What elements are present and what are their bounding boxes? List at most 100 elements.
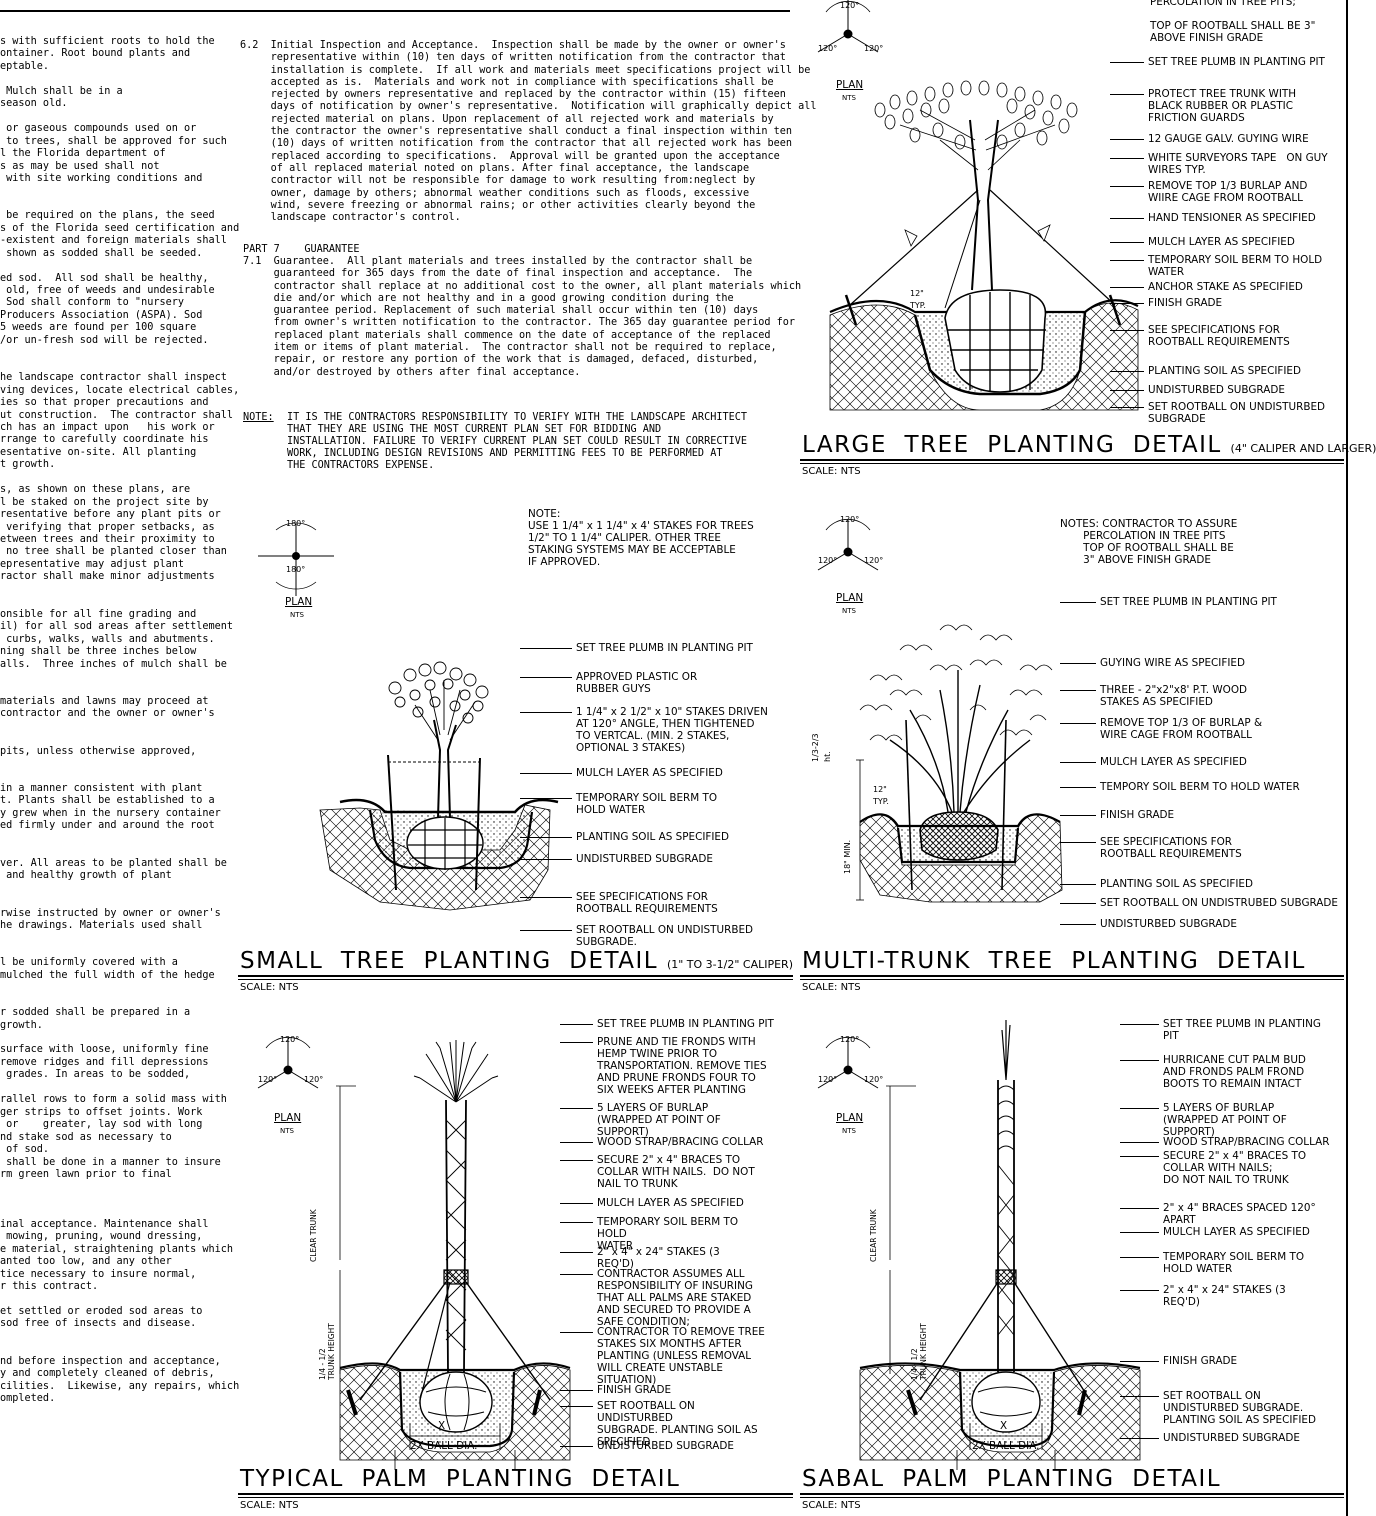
callout-label: ANCHOR STAKE AS SPECIFIED: [1148, 281, 1303, 293]
typical-palm-title-rule-2: [238, 1497, 793, 1498]
callout-label: 2" x 4" BRACES SPACED 120° APART: [1163, 1202, 1316, 1226]
callout-label: PLANTING SOIL AS SPECIFIED: [1100, 878, 1254, 890]
left-spec-line: l the Florida department of: [0, 148, 166, 160]
small-tree-section-drawing: [319, 661, 559, 911]
callout-label: REMOVE TOP 1/3 OF BURLAP & WIRE CAGE FRO…: [1100, 717, 1263, 741]
callout-leader: [560, 1406, 593, 1407]
typical-palm-angle-top: 120°: [280, 1035, 300, 1044]
left-spec-line: or gaseous compounds used on or: [0, 123, 197, 135]
typical-palm-title: TYPICAL PALM PLANTING DETAIL: [240, 1466, 681, 1492]
typical-palm-scale: SCALE: NTS: [240, 1500, 299, 1511]
spec-line: WORK, INCLUDING DESIGN REVISIONS AND PER…: [287, 448, 723, 459]
callout-label: MULCH LAYER AS SPECIFIED: [597, 1197, 744, 1209]
callout-leader: [560, 1160, 593, 1161]
callout-label: SET ROOTBALL ON UNDISTURBED SUBGRADE. PL…: [1163, 1390, 1317, 1426]
callout-leader: [1060, 663, 1096, 664]
spec-line: THAT THEY ARE USING THE MOST CURRENT PLA…: [287, 424, 662, 435]
left-spec-line: rm green lawn prior to final: [0, 1168, 172, 1180]
spec-line: 7.1 Guarantee. All plant materials and t…: [243, 256, 753, 267]
callout-label: WOOD STRAP/BRACING COLLAR: [597, 1136, 764, 1148]
spec-line: contractor will not be responsible for d…: [240, 175, 756, 187]
callout-label: SEE SPECIFICATIONS FOR ROOTBALL REQUIREM…: [1148, 324, 1290, 348]
left-spec-line: old, free of weeds and undesirable: [0, 285, 215, 296]
typical-palm-plan-label: PLAN: [274, 1112, 302, 1124]
callout-leader: [1060, 842, 1096, 843]
multi-trunk-section-drawing: [859, 624, 1063, 903]
left-spec-line: no tree shall be planted closer than: [0, 546, 227, 558]
left-spec-line: r sodded shall be prepared in a: [0, 1007, 191, 1019]
callout-label: SET TREE PLUMB IN PLANTING PIT: [1163, 1018, 1321, 1042]
multi-trunk-dim-lines: [856, 759, 864, 901]
callout-leader: [1110, 62, 1144, 63]
left-spec-line: s of the Florida seed certification and: [0, 222, 240, 234]
part7-heading: PART 7 GUARANTEE: [243, 244, 360, 255]
large-tree-nts: NTS: [842, 94, 856, 102]
callout-leader: [1120, 1438, 1159, 1439]
sabal-palm-title-rule: [800, 1493, 1344, 1495]
multi-trunk-angle-left: 120°: [818, 556, 838, 565]
multi-trunk-title-rule: [800, 975, 1344, 977]
left-spec-line: 5 weeds are found per 100 square: [0, 322, 197, 334]
callout-label: SET TREE PLUMB IN PLANTING PIT: [1100, 596, 1277, 608]
callout-label: SECURE 2" x 4" BRACES TO COLLAR WITH NAI…: [597, 1154, 755, 1190]
left-spec-line: ies so that proper precautions and: [0, 397, 209, 409]
left-spec-line: il) for all sod areas after settlement: [0, 621, 234, 633]
left-spec-line: Mulch shall be in a: [0, 85, 123, 97]
callout-leader: [1120, 1208, 1159, 1209]
left-spec-line: shall be done in a manner to insure: [0, 1156, 221, 1168]
spec-line: owner, damage by others; abnormal weathe…: [240, 187, 750, 199]
left-spec-line: e material, straightening plants which: [0, 1243, 234, 1255]
typical-palm-section-drawing: [339, 1040, 571, 1470]
left-spec-line: -existent and foreign materials shall: [0, 235, 227, 247]
callout-label: 5 LAYERS OF BURLAP (WRAPPED AT POINT OF …: [597, 1102, 721, 1138]
multi-trunk-angle-right: 120°: [864, 556, 884, 565]
large-tree-title-rule-2: [800, 463, 1344, 464]
multi-trunk-title-rule-2: [800, 979, 1344, 980]
left-spec-line: ger strips to offset joints. Work: [0, 1106, 203, 1118]
right-border: [1346, 0, 1348, 1516]
left-spec-line: ver. All areas to be planted shall be: [0, 857, 227, 869]
callout-leader: [1120, 1156, 1159, 1157]
spec-line: guarantee period. Replacement of such ma…: [243, 305, 759, 317]
left-spec-line: eptable.: [0, 60, 50, 72]
callout-leader: [1060, 903, 1096, 904]
small-tree-nts: NTS: [290, 611, 304, 619]
multi-trunk-plan-symbol: [817, 518, 879, 571]
callout-label: 2" x 4" x 24" STAKES (3 REQ'D): [1163, 1284, 1286, 1308]
callout-label: SET TREE PLUMB IN PLANTING PIT: [597, 1018, 774, 1030]
spec-line: accepted as is. Materials and work not i…: [240, 76, 774, 88]
callout-label: SET ROOTBALL ON UNDISTURBED SUBGRADE.: [576, 924, 754, 948]
left-spec-line: epresentative may adjust plant: [0, 558, 185, 570]
spec-line: IT IS THE CONTRACTORS RESPONSIBILITY TO …: [287, 412, 748, 423]
small-tree-subtitle: (1" TO 3-1/2" CALIPER): [666, 958, 793, 971]
callout-label: FINISH GRADE: [1163, 1355, 1238, 1367]
spec-line: THE CONTRACTORS EXPENSE.: [287, 460, 435, 471]
spec-line: die and/or which are not healthy and in …: [243, 292, 734, 304]
callout-leader: [1060, 690, 1096, 691]
callout-leader: [1120, 1361, 1159, 1362]
left-spec-line: etween trees and their proximity to: [0, 534, 215, 545]
left-spec-line: ontainer. Root bound plants and: [0, 48, 191, 60]
callout-label: SEE SPECIFICATIONS FOR ROOTBALL REQUIREM…: [1100, 836, 1242, 860]
callout-leader: [1110, 94, 1144, 95]
left-spec-line: ch has an impact upon his work or: [0, 421, 215, 433]
callout-leader: [1110, 186, 1144, 187]
spec-line: days of notification by owner's represen…: [240, 101, 817, 113]
left-spec-line: he landscape contractor shall inspect: [0, 372, 227, 384]
small-tree-title: SMALL TREE PLANTING DETAIL (1" TO 3-1/2"…: [240, 948, 793, 978]
left-spec-line: esentative on-site. All planting: [0, 446, 197, 458]
multi-trunk-scale: SCALE: NTS: [802, 982, 861, 993]
typical-palm-x: X: [438, 1420, 446, 1432]
callout-label: 12 GAUGE GALV. GUYING WIRE: [1148, 133, 1309, 145]
spec-line: and/or destroyed by others after final a…: [243, 366, 581, 378]
callout-label: REMOVE TOP 1/3 BURLAP AND WIIRE CAGE FRO…: [1148, 180, 1308, 204]
callout-leader: [1110, 330, 1144, 331]
callout-leader: [1060, 884, 1096, 885]
left-spec-line: cilities. Likewise, any repairs, which: [0, 1380, 240, 1392]
typical-palm-nts: NTS: [280, 1127, 294, 1135]
left-spec-line: pits, unless otherwise approved,: [0, 745, 197, 757]
callout-leader: [520, 648, 572, 649]
left-spec-line: curbs, walks, walls and abutments.: [0, 633, 215, 645]
callout-label: TEMPORARY SOIL BERM TO HOLD WATER: [597, 1216, 739, 1252]
callout-label: WHITE SURVEYORS TAPE ON GUY WIRES TYP.: [1148, 152, 1328, 176]
